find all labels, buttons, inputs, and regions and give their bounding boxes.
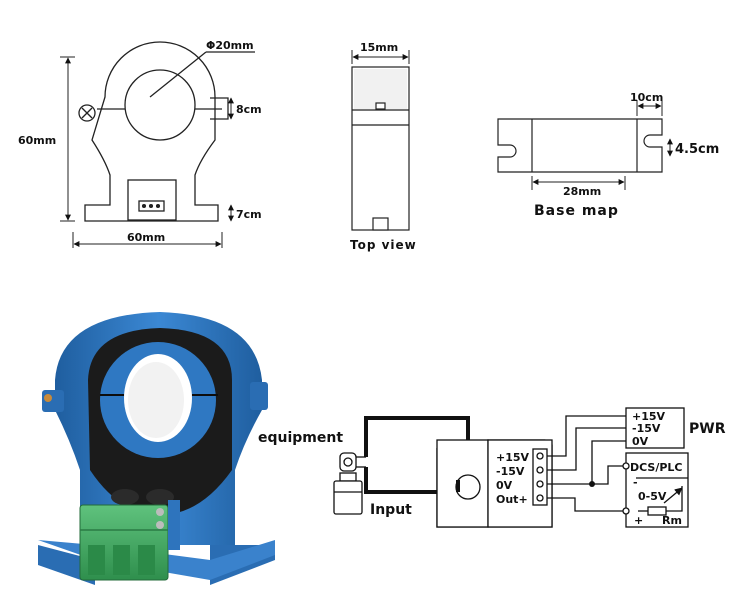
front-view-base-height-label: 7cm [236,208,262,221]
base-map-slot-height-label: 4.5cm [675,142,719,157]
front-view-width-label: 60mm [127,231,165,244]
plc-plus-label: + [634,514,643,527]
pwr-terminal-label-3: 0V [632,435,649,448]
pwr-terminal-label-1: +15V [632,410,666,423]
top-view-drawing [351,66,410,231]
front-view-total-height-label: 60mm [18,134,56,147]
front-view-core-hole [124,69,196,141]
product-illustration [38,312,275,585]
top-view-caption: Top view [350,238,417,252]
equipment-plug-icon [333,452,366,515]
plc-range-label: 0-5V [638,490,667,503]
front-view-slot-height-label: 8cm [236,103,262,116]
plc-label: DCS/PLC [630,461,683,474]
terminal-label-4: Out+ [496,493,528,506]
plc-resistor-label: Rm [662,514,682,527]
pwr-label: PWR [689,421,726,437]
front-view-drawing [78,41,255,222]
plc-minus-label: - [633,476,638,489]
top-view-width-dimension [351,50,410,64]
base-map-hole-spacing-dimension [531,176,626,190]
terminal-label-3: 0V [496,479,513,492]
wiring-diagram [333,407,689,528]
top-view-width-label: 15mm [360,41,398,54]
base-map-drawing [497,118,663,173]
terminal-label-1: +15V [496,451,530,464]
pwr-terminal-label-2: -15V [632,422,661,435]
terminal-label-2: -15V [496,465,525,478]
width-dimension [72,232,223,248]
base-map-slot-width-label: 10cm [630,91,663,104]
front-view-terminal-box [127,179,177,221]
equipment-label: equipment [258,430,343,446]
pwr-box [625,407,685,449]
total-height-dimension [60,56,75,222]
base-map-hole-spacing-label: 28mm [563,185,601,198]
input-label: Input [370,502,412,518]
front-view-diameter-label: Φ20mm [206,39,254,52]
base-map-caption: Base map [534,203,619,219]
base-map-slot-width-dimension [636,100,663,116]
